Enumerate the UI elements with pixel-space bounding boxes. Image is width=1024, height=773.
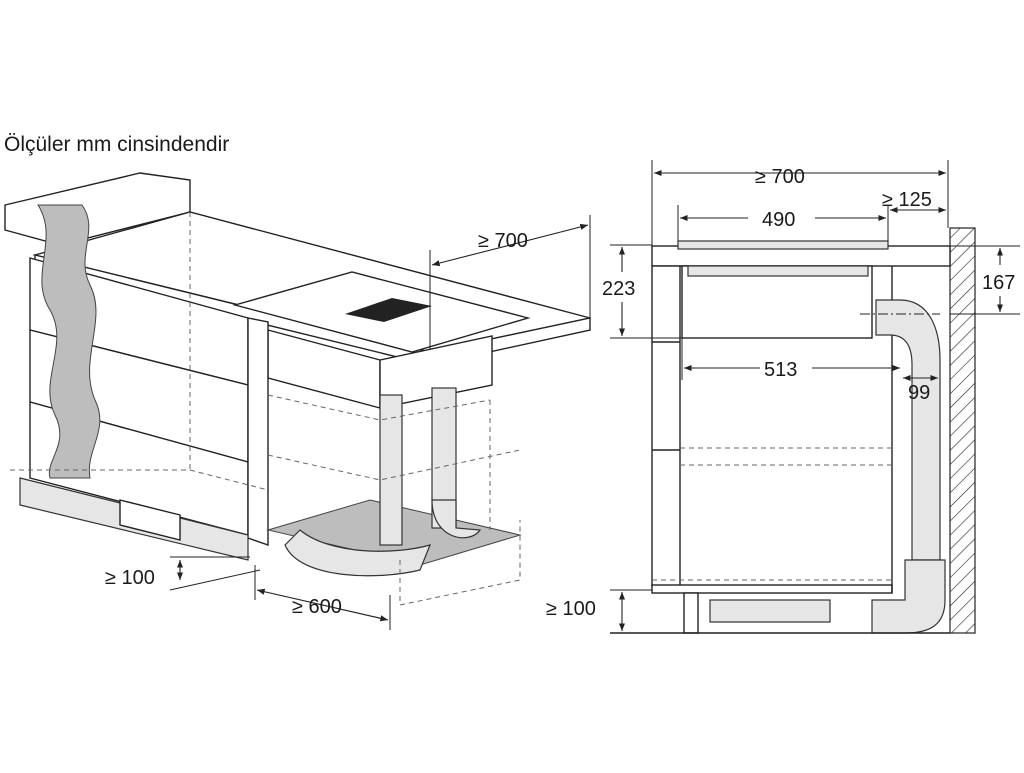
wall-hatch [949, 227, 976, 634]
section-hob-body [681, 265, 873, 339]
dim-hob-width-label: 490 [762, 209, 795, 231]
cabinet-side [247, 317, 269, 546]
hob-box-front [379, 335, 493, 409]
section-duct-upper [875, 299, 941, 561]
section-duct-lower [871, 559, 946, 634]
duct-elbow [431, 499, 482, 539]
section-cabinet-floor [651, 584, 893, 594]
units-caption: Ölçüler mm cinsindendir [4, 133, 230, 156]
dim-depth-513-label: 513 [764, 359, 797, 381]
dim-left-plinth-label: ≥ 100 [105, 567, 155, 589]
wall-duct [37, 204, 101, 479]
plinth-duct-curve [284, 529, 432, 577]
dim-right-plinth-label: ≥ 100 [546, 598, 596, 620]
dim-left-depth-label: ≥ 700 [478, 230, 528, 252]
dim-total-depth-label: ≥ 700 [755, 166, 805, 188]
dim-rear-gap-label: ≥ 125 [882, 189, 932, 211]
dim-left-width [256, 588, 389, 622]
section-view: ≥ 700 490 ≥ 125 223 167 [546, 160, 1020, 634]
hob-vent-grille [345, 298, 432, 322]
section-hob-glass [677, 240, 889, 250]
dim-left-depth [431, 223, 589, 267]
section-plinth-duct [709, 599, 831, 623]
dim-height-167-label: 167 [982, 272, 1015, 294]
isometric-view: ≥ 700 ≥ 100 ≥ 600 [4, 172, 591, 630]
dim-height-223-label: 223 [602, 278, 635, 300]
plinth-joint [119, 499, 181, 541]
dim-duct-99-label: 99 [908, 382, 930, 404]
section-front-panel [651, 265, 681, 587]
dim-left-width-label: ≥ 600 [292, 596, 342, 618]
duct-pipe-left [379, 394, 403, 546]
